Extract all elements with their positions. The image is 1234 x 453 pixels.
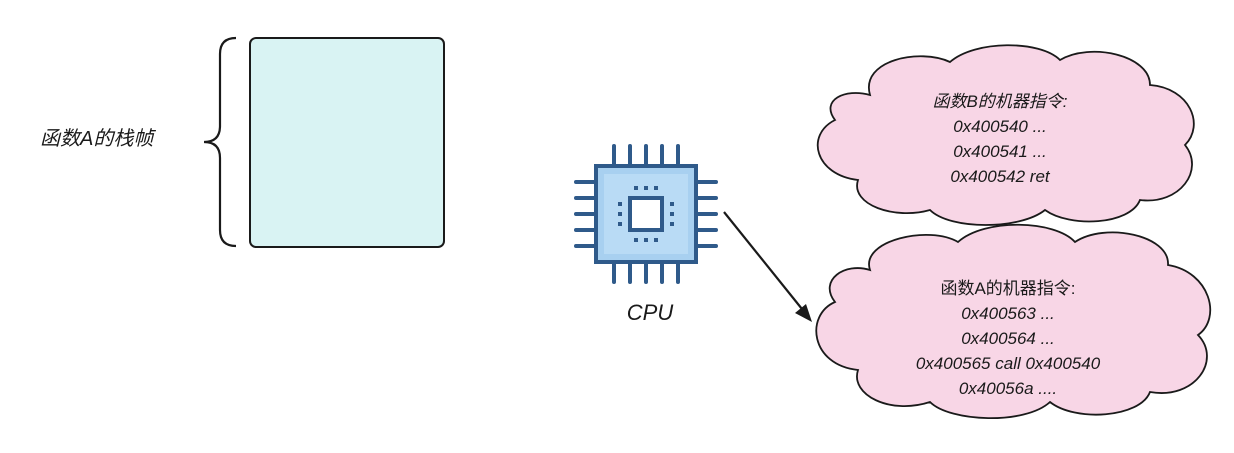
cloud-function-b-shape: [816, 44, 1195, 226]
cloud-a-title: 函数A的机器指令:: [940, 279, 1076, 298]
stack-frame-box: [249, 37, 445, 248]
cloud-a-line: 0x40056a ....: [958, 379, 1058, 398]
cloud-b-line: 0x400542 ret: [950, 167, 1050, 186]
cpu-label: CPU: [626, 300, 674, 325]
stack-brace: [203, 36, 237, 248]
cloud-b-line: 0x400541 ...: [953, 142, 1047, 161]
stack-frame-label: 函数A的栈帧: [40, 128, 154, 150]
cloud-function-a-shape: [815, 223, 1212, 420]
cloud-function-a-text: 函数A的机器指令: 0x400563 ... 0x400564 ... 0x40…: [858, 276, 1158, 401]
cloud-a-line: 0x400565 call 0x400540: [915, 354, 1101, 373]
cloud-b-title: 函数B的机器指令:: [932, 92, 1068, 111]
cloud-b-line: 0x400540 ...: [953, 117, 1047, 136]
cloud-a-line: 0x400564 ...: [961, 329, 1055, 348]
pointer-arrow: [723, 211, 812, 322]
cpu-chip-icon: [574, 144, 718, 284]
cloud-a-line: 0x400563 ...: [961, 304, 1055, 323]
cloud-function-b-text: 函数B的机器指令: 0x400540 ... 0x400541 ... 0x40…: [850, 89, 1150, 189]
